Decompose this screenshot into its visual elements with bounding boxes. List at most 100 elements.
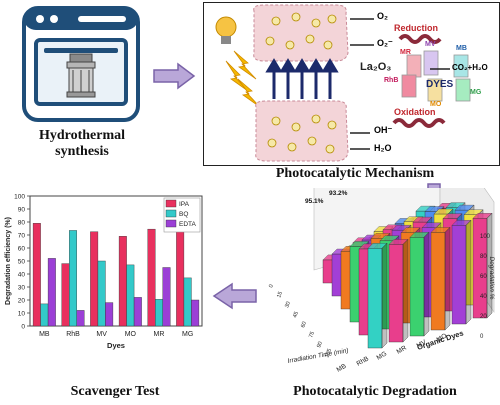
z-axis-label: 40: [480, 294, 487, 300]
synthesis-caption-line1: Hydrothermal: [38, 128, 126, 143]
synthesis-caption-line2: synthesis: [55, 144, 109, 159]
dye-name-mr: MR: [400, 49, 411, 56]
bar-bq-rhb: [69, 230, 77, 327]
mechanism-diagram: [215, 4, 471, 162]
degradation-caption: Photocatalytic Degradation: [293, 384, 457, 399]
x-axis-title: Dyes: [107, 341, 125, 350]
dye-beakers-icon: [401, 50, 471, 102]
y-axis-title: Degradation efficiency (%): [5, 217, 12, 305]
dye-name-mo: MO: [430, 101, 442, 108]
h2o-label: H₂O: [374, 143, 392, 153]
y-tick-label: 50: [18, 259, 26, 266]
bar-bq-mr: [155, 299, 163, 327]
dye-name-mg: MG: [470, 89, 482, 96]
bar-ipa-mo: [118, 236, 127, 327]
legend-swatch-bq: [165, 209, 177, 218]
percent-label: 94%: [353, 188, 366, 189]
y-tick-label: 30: [18, 285, 26, 292]
legend-label-ipa: IPA: [179, 201, 190, 208]
x-tick-label: MO: [125, 331, 137, 338]
z-axis-label: 0: [480, 334, 484, 340]
dye-axis-label: MB: [336, 363, 348, 374]
oxidation-label: Oxidation: [394, 107, 436, 117]
bar-edta-mv: [105, 302, 114, 327]
bar-ipa-rhb: [61, 263, 70, 327]
scavenger-caption: Scavenger Test: [70, 384, 160, 399]
x-tick-label: MB: [39, 331, 50, 338]
o2-label: O₂: [377, 11, 388, 21]
bar-ipa-mb: [32, 223, 41, 327]
time-axis-label: 105: [324, 348, 333, 359]
bar3d: [430, 226, 451, 331]
z-axis-label: 100: [480, 234, 491, 240]
bar-bq-mb: [40, 303, 49, 327]
z-axis-label: 60: [480, 274, 487, 280]
arrow-right-icon: [153, 62, 196, 90]
mechanism-panel: La₂O₃ O₂ O₂⁻ Reduction OH⁻ Oxidation H₂O…: [203, 2, 500, 166]
time-axis-label: 30: [284, 301, 292, 309]
lamp-icon: [215, 16, 237, 44]
mechanism-caption: Photocatalytic Mechanism: [275, 166, 435, 181]
dye-name-mv: MV: [425, 41, 436, 48]
bar-bq-mo: [126, 264, 135, 327]
arrow-left-icon: [212, 282, 257, 310]
oven-knob-icon: [36, 15, 44, 23]
o2-radical-label: O₂⁻: [377, 38, 393, 48]
bar-edta-mo: [133, 297, 142, 327]
y-tick-label: 100: [14, 194, 25, 201]
light-rays-icon: [225, 50, 261, 108]
bar3d: [472, 212, 493, 319]
reduction-label: Reduction: [394, 23, 438, 33]
time-axis-label: 0: [268, 284, 275, 289]
z-axis-title: Degradation %: [488, 257, 495, 300]
degradation-3d-chart: 95.1%93.2%94%93.3%94.2%94.8%MBRhBMGMRMVM…: [268, 188, 495, 374]
dye-axis-label: MR: [396, 344, 409, 355]
x-tick-label: MG: [182, 331, 193, 338]
bar-ipa-mg: [176, 227, 185, 327]
time-axis-label: 15: [276, 291, 284, 299]
bar-bq-mg: [183, 277, 192, 327]
x-tick-label: MR: [154, 331, 165, 338]
dye-axis-label: MG: [376, 350, 389, 361]
z-axis-label: 80: [480, 254, 487, 260]
time-axis-title: Irradiation Time (min): [287, 347, 349, 365]
bar-edta-rhb: [76, 310, 85, 327]
bar3d: [409, 231, 430, 337]
y-tick-label: 80: [18, 220, 26, 227]
catalyst-label: La₂O₃: [360, 61, 392, 73]
x-tick-label: MV: [96, 331, 107, 338]
dye-axis-label: MO: [436, 332, 449, 343]
y-tick-label: 70: [18, 233, 26, 240]
autoclave-icon: [66, 53, 96, 98]
products-label: CO₂+H₂O: [452, 63, 488, 72]
dye-axis-label: MV: [416, 338, 429, 349]
y-tick-label: 40: [18, 272, 26, 279]
bar-edta-mr: [162, 267, 171, 327]
y-tick-label: 90: [18, 207, 26, 214]
y-tick-label: 0: [21, 324, 25, 331]
legend-label-bq: BQ: [179, 211, 188, 218]
legend-swatch-edta: [165, 219, 177, 228]
dye-name-mb: MB: [456, 45, 467, 52]
legend-swatch-ipa: [165, 199, 177, 208]
bar-edta-mg: [191, 299, 200, 327]
oven-illustration: [22, 6, 140, 122]
time-axis-label: 90: [316, 341, 324, 349]
legend-label-edta: EDTA: [179, 221, 197, 228]
dye-name-rhb: RhB: [384, 77, 399, 84]
percent-label: 93.2%: [329, 190, 348, 197]
bar3d: [388, 238, 409, 343]
y-tick-label: 10: [18, 311, 26, 318]
oh-radical-label: OH⁻: [374, 125, 393, 135]
bar-bq-mv: [97, 260, 106, 327]
time-axis-label: 45: [292, 311, 300, 319]
dye-axis-label: RhB: [356, 355, 370, 367]
bar-edta-mb: [47, 258, 56, 327]
bar3d: [367, 242, 388, 349]
time-axis-label: 60: [300, 321, 308, 329]
dyes-label: DYES: [426, 79, 454, 90]
y-tick-label: 60: [18, 246, 26, 253]
bar3d: [451, 219, 472, 325]
time-axis-label: 75: [308, 331, 316, 339]
